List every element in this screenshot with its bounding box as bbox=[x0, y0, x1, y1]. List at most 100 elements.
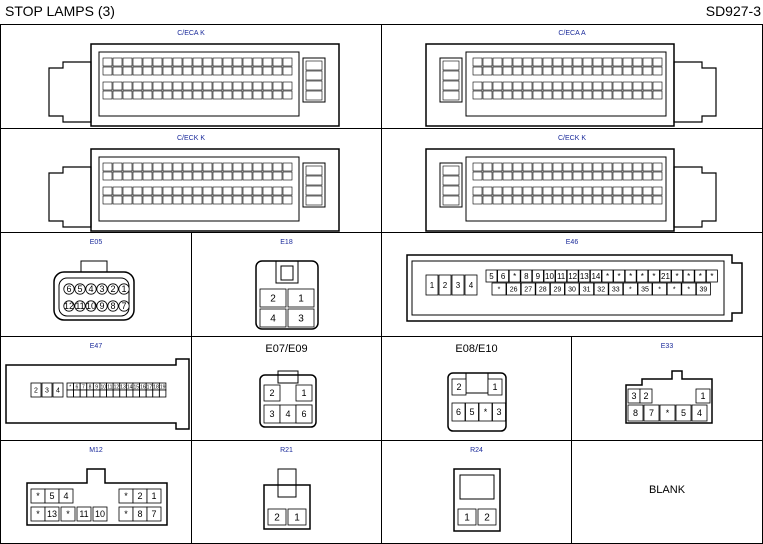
pin-label: * bbox=[513, 272, 516, 281]
diagram-code: SD927-3 bbox=[705, 3, 761, 19]
pin-label: 12 bbox=[64, 301, 74, 311]
pin-label: 3 bbox=[298, 314, 304, 325]
pin-label: 28 bbox=[539, 287, 547, 294]
pin-cell bbox=[624, 269, 637, 283]
pin-cell bbox=[74, 300, 86, 312]
pin-label: 14 bbox=[127, 384, 133, 390]
pin-label: 5 bbox=[469, 407, 474, 417]
pin-cell bbox=[66, 389, 74, 398]
pin-label: 2 bbox=[270, 294, 276, 305]
pin-label: 3 bbox=[631, 391, 636, 401]
pin-cell bbox=[451, 402, 466, 422]
pin-cell bbox=[497, 269, 509, 283]
pin-cell bbox=[132, 389, 140, 398]
pin-cell bbox=[139, 389, 147, 398]
pin-label: 9 bbox=[99, 301, 104, 311]
pin-cell bbox=[96, 283, 108, 295]
pin-label: 4 bbox=[88, 284, 93, 294]
pin-cell bbox=[145, 389, 154, 398]
pin-label: 3 bbox=[456, 281, 461, 290]
pin-cell bbox=[107, 300, 119, 312]
pin-cell bbox=[666, 282, 682, 296]
pin-cell bbox=[643, 404, 660, 422]
pin-cell bbox=[85, 300, 97, 312]
pin-label: 17 bbox=[147, 384, 153, 390]
pin-label: 2 bbox=[269, 388, 274, 398]
pin-label: 13 bbox=[580, 272, 589, 281]
connector-label: C/ECA A bbox=[558, 30, 586, 37]
pin-label: 8 bbox=[524, 272, 529, 281]
pin-cell bbox=[593, 282, 609, 296]
pin-label: 19 bbox=[160, 384, 166, 390]
pin-label: 6 bbox=[66, 284, 71, 294]
pin-label: 7 bbox=[649, 408, 654, 418]
pin-label: 4 bbox=[63, 491, 68, 501]
pin-label: * bbox=[606, 272, 609, 281]
pin-cell bbox=[107, 283, 119, 295]
pin-label: 11 bbox=[75, 301, 84, 311]
pin-cell bbox=[695, 282, 711, 296]
pin-label: 3 bbox=[99, 284, 104, 294]
pin-cell bbox=[675, 404, 692, 422]
pin-label: 5 bbox=[681, 408, 686, 418]
pin-cell bbox=[295, 404, 313, 424]
pin-label: 1 bbox=[301, 388, 306, 398]
pin-cell bbox=[263, 384, 281, 402]
pin-label: 12 bbox=[568, 272, 577, 281]
pin-cell bbox=[118, 283, 130, 295]
pin-cell bbox=[76, 506, 92, 522]
pin-label: * bbox=[484, 407, 488, 417]
pin-cell bbox=[622, 282, 638, 296]
pin-label: 7 bbox=[121, 301, 126, 311]
pin-cell bbox=[425, 274, 439, 296]
pin-label: 8 bbox=[137, 509, 142, 519]
pin-label: 3 bbox=[496, 407, 501, 417]
pin-cell bbox=[487, 378, 503, 396]
pin-label: 2 bbox=[456, 382, 461, 392]
connector-label: E18 bbox=[280, 239, 293, 246]
pin-label: * bbox=[629, 287, 632, 294]
pin-label: 14 bbox=[591, 272, 600, 281]
pin-label: 8 bbox=[89, 384, 92, 390]
pin-cell bbox=[652, 282, 668, 296]
pin-label: * bbox=[658, 287, 661, 294]
pin-label: 11 bbox=[79, 509, 88, 519]
pin-label: 1 bbox=[298, 294, 304, 305]
pin-label: 1 bbox=[700, 391, 705, 401]
connector-cell-c3: C/ECK K bbox=[0, 129, 382, 233]
pin-cell bbox=[287, 308, 315, 328]
pin-cell bbox=[566, 269, 579, 283]
pin-label: 18 bbox=[153, 384, 159, 390]
pin-cell bbox=[508, 269, 521, 283]
pin-label: 2 bbox=[484, 513, 490, 524]
pin-label: 12 bbox=[114, 384, 120, 390]
connector-label: E33 bbox=[660, 343, 674, 350]
pin-cell bbox=[464, 274, 478, 296]
pin-label: 11 bbox=[557, 272, 566, 281]
pin-label: 13 bbox=[120, 384, 126, 390]
pin-label: 27 bbox=[524, 287, 532, 294]
pin-cell bbox=[126, 389, 134, 398]
pin-cell bbox=[543, 269, 556, 283]
pin-cell bbox=[531, 269, 544, 283]
pin-cell bbox=[578, 269, 591, 283]
pin-cell bbox=[58, 488, 74, 504]
pin-cell bbox=[438, 274, 452, 296]
pin-cell bbox=[99, 389, 107, 398]
pin-cell bbox=[564, 282, 580, 296]
connector-cell-c1: C/ECA K bbox=[0, 24, 382, 129]
pin-cell bbox=[73, 389, 81, 398]
pin-label: * bbox=[687, 287, 690, 294]
pin-cell bbox=[119, 389, 127, 398]
pin-label: 1 bbox=[121, 284, 126, 294]
pin-label: * bbox=[710, 272, 713, 281]
